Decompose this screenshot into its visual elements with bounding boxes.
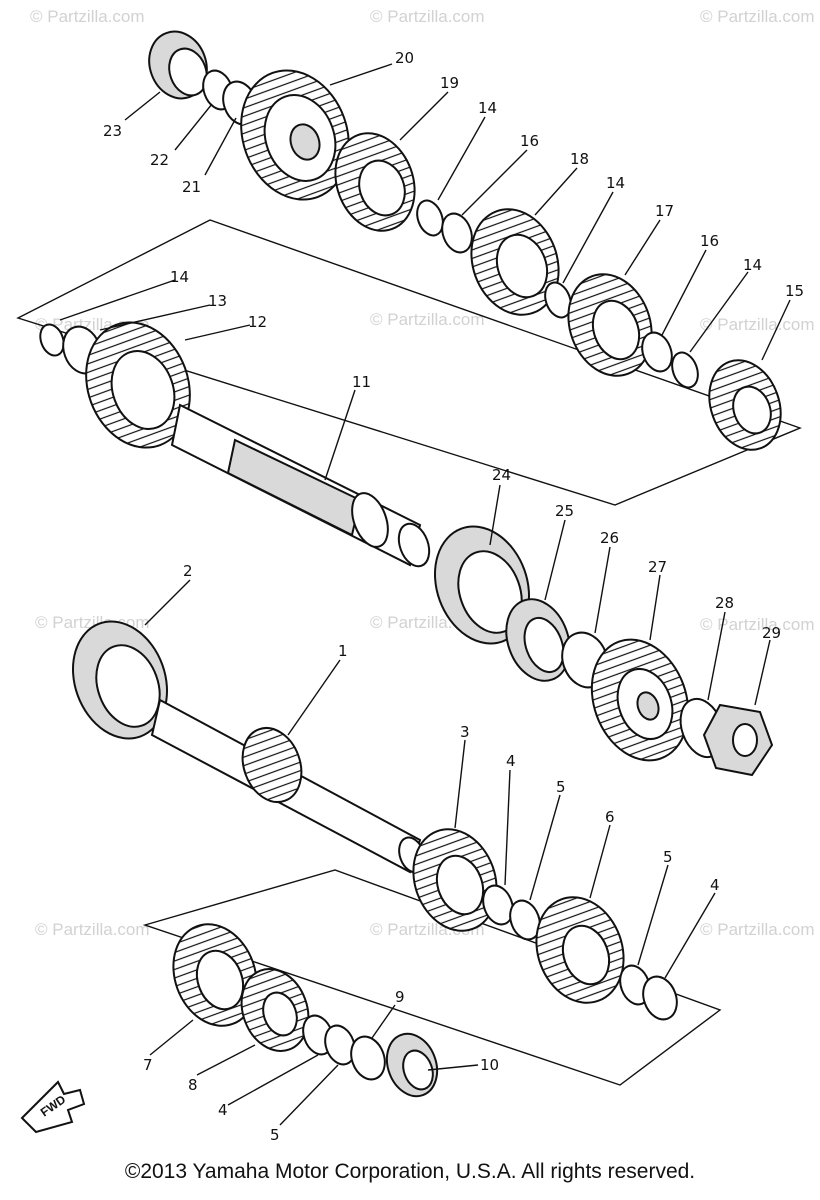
callout-label: 28 [715, 594, 734, 612]
callout-label: 14 [170, 268, 189, 286]
callout-label: 14 [478, 99, 497, 117]
callout-label: 2 [183, 562, 193, 580]
callout-label: 29 [762, 624, 781, 642]
main-axle-row [39, 321, 431, 568]
washer-4-icon [482, 884, 514, 926]
drive-axle-row [71, 620, 426, 874]
fwd-arrow-icon: FWD [20, 1080, 86, 1134]
washer-16-icon [441, 212, 473, 254]
drive-axle-gear-group-box [142, 869, 722, 1086]
callout-label: 23 [103, 122, 122, 140]
circlip-14-icon [416, 199, 444, 237]
callout-label: 16 [700, 232, 719, 250]
leader-lines [59, 63, 791, 1126]
callout-label: 5 [270, 1126, 280, 1144]
callout-label: 4 [710, 876, 720, 894]
watermark: © Partzilla.com [700, 7, 815, 26]
callout-label: 17 [655, 202, 674, 220]
callout-label: 3 [460, 723, 470, 741]
lower-gear-row [172, 923, 439, 1098]
callout-label: 4 [218, 1101, 228, 1119]
callout-label: 10 [480, 1056, 499, 1074]
callout-label: 5 [663, 848, 673, 866]
callout-label: 5 [556, 778, 566, 796]
callout-label: 27 [648, 558, 667, 576]
callout-label: 9 [395, 988, 405, 1006]
circlip-14-icon [544, 281, 572, 319]
callout-label: 15 [785, 282, 804, 300]
watermark: © Partzilla.com [700, 315, 815, 334]
callout-labels: 23 22 21 20 19 14 16 18 14 17 16 14 15 1… [103, 49, 804, 1144]
watermark: © Partzilla.com [370, 310, 485, 329]
output-row [433, 525, 774, 777]
callout-label: 18 [570, 150, 589, 168]
callout-label: 8 [188, 1076, 198, 1094]
callout-label: 14 [743, 256, 762, 274]
watermark: © Partzilla.com [700, 615, 815, 634]
callout-label: 26 [600, 529, 619, 547]
callout-label: 6 [605, 808, 615, 826]
washer-4-icon [642, 975, 678, 1021]
drive-gear-row [412, 828, 678, 1021]
watermark: © Partzilla.com [370, 7, 485, 26]
callout-label: 11 [352, 373, 371, 391]
callout-label: 1 [338, 642, 348, 660]
circlip-14-icon [671, 351, 699, 389]
callout-label: 20 [395, 49, 414, 67]
top-gear-row [148, 30, 782, 451]
callout-label: 4 [506, 752, 516, 770]
callout-label: 14 [606, 174, 625, 192]
callout-label: 12 [248, 313, 267, 331]
circlip-5-icon [324, 1024, 356, 1066]
copyright-notice: ©2013 Yamaha Motor Corporation, U.S.A. A… [124, 1160, 696, 1183]
callout-label: 16 [520, 132, 539, 150]
callout-label: 19 [440, 74, 459, 92]
washer-9-icon [350, 1035, 386, 1081]
callout-label: 22 [150, 151, 169, 169]
watermark: © Partzilla.com [30, 7, 145, 26]
circlip-5-icon [509, 899, 541, 941]
watermark: © Partzilla.com [35, 920, 150, 939]
callout-label: 24 [492, 466, 511, 484]
callout-label: 21 [182, 178, 201, 196]
washer-16-icon [641, 331, 673, 373]
watermark: © Partzilla.com [700, 920, 815, 939]
circlip-14-icon [39, 323, 65, 357]
main-axle-gear-group-box [16, 219, 802, 506]
watermarks: © Partzilla.com © Partzilla.com © Partzi… [30, 7, 815, 939]
callout-label: 7 [143, 1056, 153, 1074]
callout-label: 25 [555, 502, 574, 520]
callout-label: 13 [208, 292, 227, 310]
